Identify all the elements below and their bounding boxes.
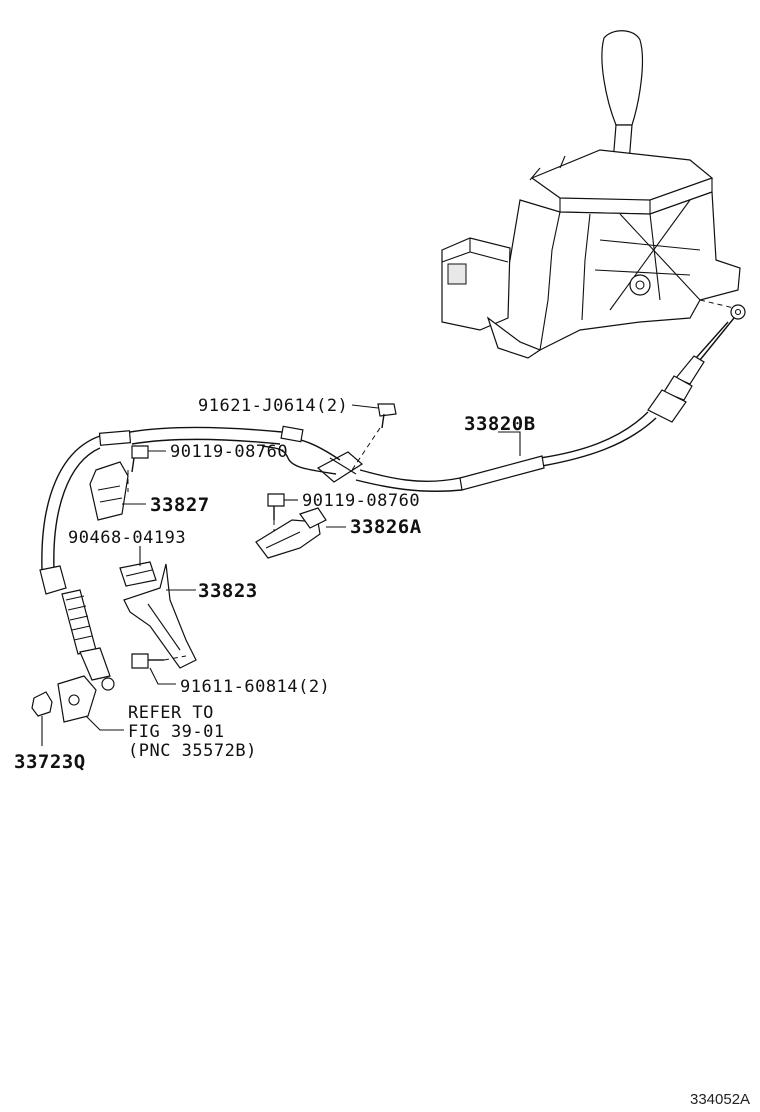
label-90119-upper: 90119-08760 [170, 442, 288, 462]
label-33820b: 33820B [464, 413, 536, 435]
bolt-90119-lower [267, 493, 285, 540]
label-90468: 90468-04193 [68, 528, 186, 548]
refer-bracket [57, 675, 97, 723]
shift-cable [39, 299, 746, 691]
part-labels: 91621-J0614(2) 33820B 90119-08760 33827 … [14, 396, 750, 1108]
label-91611: 91611-60814(2) [180, 677, 330, 697]
label-33823: 33823 [198, 580, 258, 602]
nut-33723q [31, 691, 53, 717]
bracket-33826a [255, 507, 327, 559]
label-refer-line2: FIG 39-01 [128, 722, 225, 742]
bolt-91611 [131, 653, 187, 669]
bracket-33823 [123, 563, 197, 669]
bolt-90119-upper [131, 445, 149, 473]
label-33723q: 33723Q [14, 751, 86, 773]
figure-id: 334052A [690, 1091, 750, 1108]
leader-lines [41, 404, 521, 746]
label-90119-lower: 90119-08760 [302, 491, 420, 511]
clip-33827 [89, 461, 129, 521]
label-33826a: 33826A [350, 516, 422, 538]
label-refer-line3: (PNC 35572B) [128, 741, 257, 761]
clip-90468 [119, 561, 157, 587]
bolt-91621 [351, 403, 397, 471]
shift-lever-assembly [441, 30, 741, 359]
label-refer-line1: REFER TO [128, 703, 214, 723]
label-33827: 33827 [150, 494, 210, 516]
label-91621: 91621-J0614(2) [198, 396, 348, 416]
